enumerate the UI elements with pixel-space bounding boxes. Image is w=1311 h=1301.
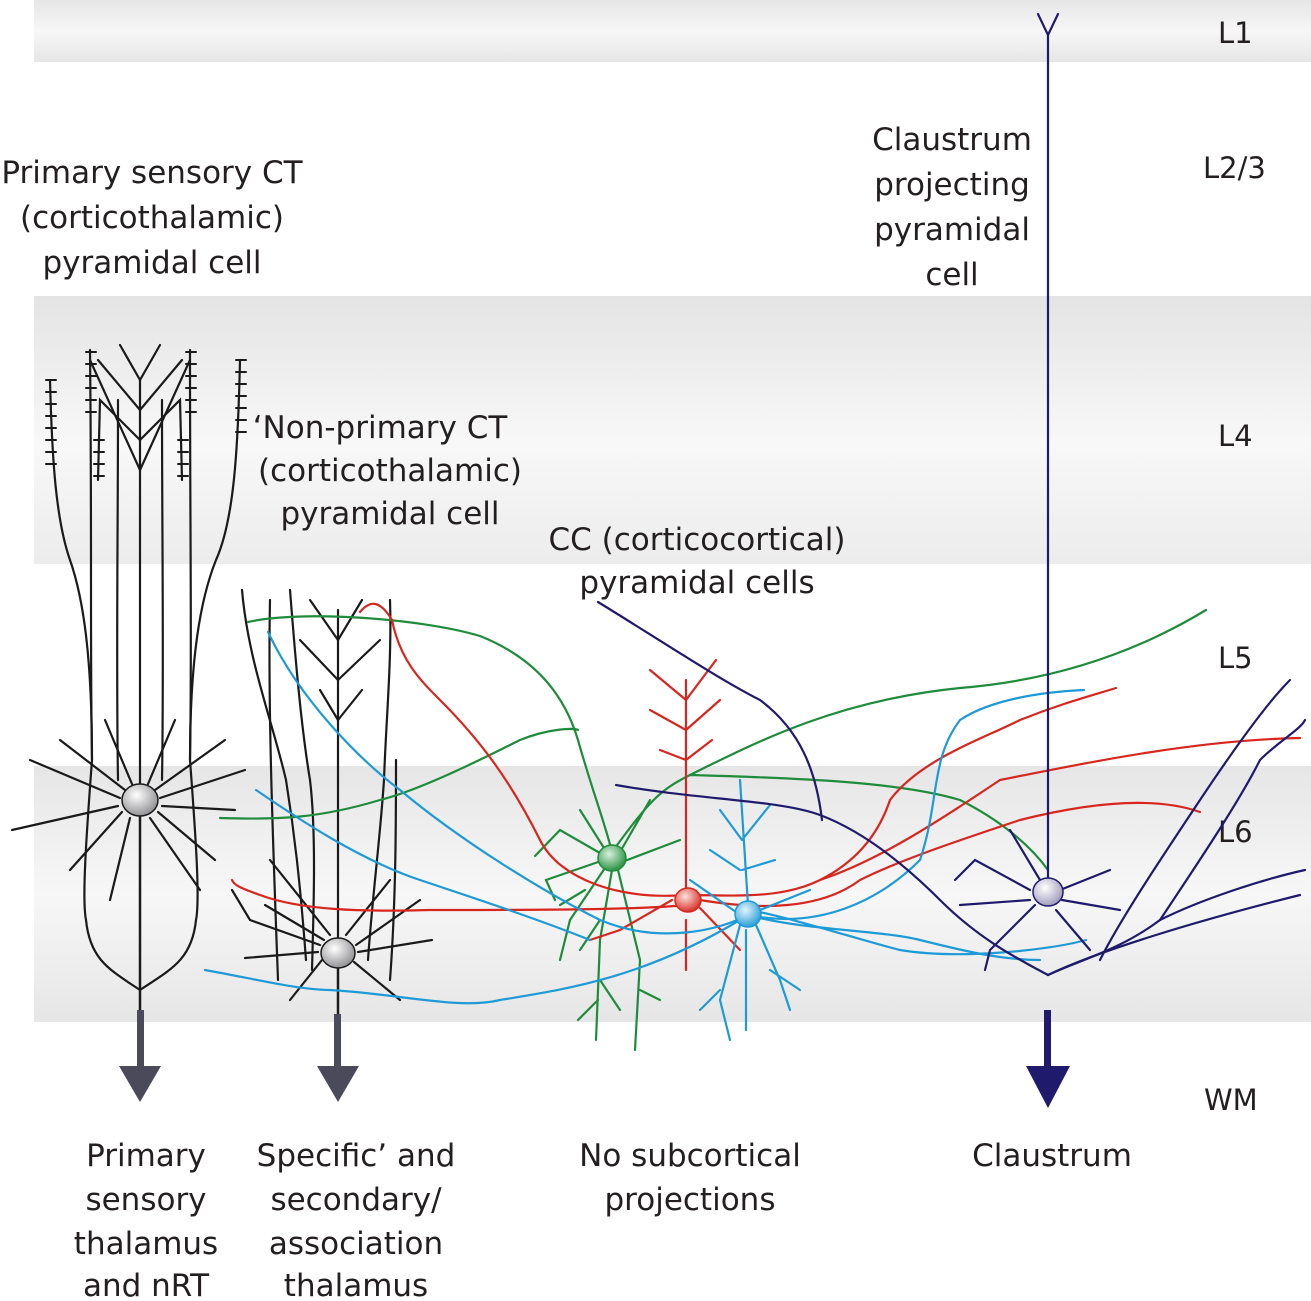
claustrum-projecting-soma (1032, 877, 1064, 907)
claustrum-arrow (1026, 1010, 1070, 1108)
nonprimary-ct-label-line3: pyramidal cell (280, 496, 499, 532)
nonprimary-ct-arrow (317, 1014, 359, 1102)
claustrum-projecting-label-line2: projecting (874, 167, 1030, 203)
target-specific-line3: association (269, 1226, 443, 1262)
claustrum-projecting-label-line1: Claustrum (872, 122, 1032, 158)
target-specific-line4: thalamus (284, 1268, 428, 1301)
claustrum-projecting-label-line4: cell (925, 257, 978, 293)
layer-band-l6 (34, 766, 1311, 1022)
cc-label-line2: pyramidal cells (579, 565, 814, 601)
target-primary-line4: and nRT (83, 1268, 210, 1301)
layer-label-l23: L2/3 (1203, 151, 1266, 185)
target-none-label: No subcortical projections (579, 1138, 801, 1218)
primary-ct-arrow (119, 1010, 161, 1102)
target-primary-line2: sensory (85, 1182, 206, 1218)
target-none-line2: projections (605, 1182, 776, 1218)
claustrum-projecting-neuron (596, 12, 1307, 977)
layer-label-l5: L5 (1218, 641, 1253, 675)
red-cc-neuron (230, 602, 1302, 972)
layer-label-l4: L4 (1218, 419, 1253, 453)
target-specific-line2: secondary/ (270, 1182, 442, 1218)
primary-ct-neuron (10, 343, 247, 992)
layer-label-wm: WM (1204, 1083, 1258, 1117)
primary-ct-label-line3: pyramidal cell (42, 245, 261, 281)
nonprimary-ct-label: ‘Non-primary CT (corticothalamic) pyrami… (253, 410, 522, 532)
target-specific-label: Specific’ and secondary/ association tha… (257, 1138, 456, 1301)
primary-ct-label-line2: (corticothalamic) (20, 200, 284, 236)
cc-label: CC (corticocortical) pyramidal cells (548, 522, 845, 601)
target-primary-label: Primary sensory thalamus and nRT (74, 1138, 218, 1301)
nonprimary-ct-label-line1: ‘Non-primary CT (253, 410, 509, 446)
cc-label-line1: CC (corticocortical) (548, 522, 845, 558)
nonprimary-ct-label-line2: (corticothalamic) (258, 453, 522, 489)
primary-ct-soma (121, 783, 159, 817)
target-primary-line3: thalamus (74, 1226, 218, 1262)
target-claustrum-line1: Claustrum (972, 1138, 1132, 1174)
red-cc-soma (674, 887, 702, 913)
layer-label-l6: L6 (1218, 815, 1253, 849)
primary-ct-label: Primary sensory CT (corticothalamic) pyr… (1, 155, 303, 281)
nonprimary-ct-soma (320, 937, 356, 969)
claustrum-projecting-label-line3: pyramidal (874, 212, 1030, 248)
nonprimary-ct-neuron (230, 588, 434, 1002)
blue-cc-neuron (203, 630, 1088, 1042)
layer-band-l1 (34, 0, 1311, 62)
layer-label-l1: L1 (1218, 16, 1253, 50)
primary-ct-label-line1: Primary sensory CT (1, 155, 303, 191)
target-specific-line1: Specific’ and (257, 1138, 456, 1174)
green-cc-soma (597, 844, 627, 872)
claustrum-projecting-label: Claustrum projecting pyramidal cell (872, 122, 1032, 293)
blue-cc-soma (734, 900, 762, 928)
target-claustrum-label: Claustrum (972, 1138, 1132, 1174)
layer-band-l4 (34, 296, 1311, 564)
target-primary-line1: Primary (86, 1138, 206, 1174)
target-none-line1: No subcortical (579, 1138, 801, 1174)
